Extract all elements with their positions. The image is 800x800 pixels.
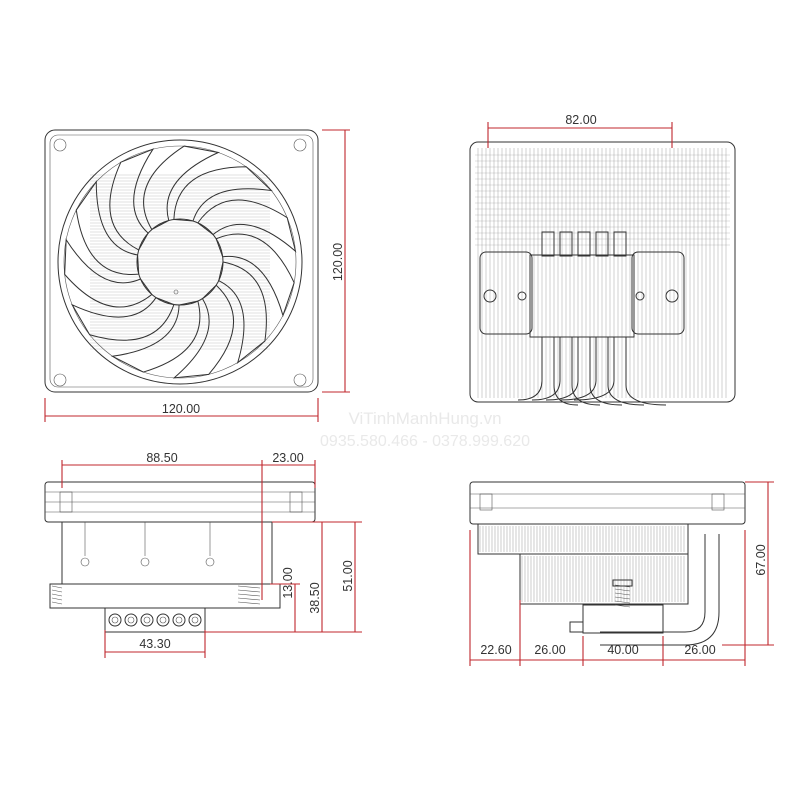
end-b4-label: 26.00 (684, 643, 715, 657)
bracket-hole-left (517, 291, 527, 301)
mount-bracket-left (479, 251, 533, 335)
end-fin-top (477, 523, 689, 555)
hub-mark (173, 289, 179, 295)
fan-ring (57, 139, 303, 385)
side-top-right-label: 23.00 (272, 451, 303, 465)
heatpipes (517, 231, 667, 406)
bracket-hole-right (635, 291, 645, 301)
end-spring (612, 579, 633, 608)
end-b1-label: 22.60 (480, 643, 511, 657)
fan-frame-inner (49, 134, 314, 388)
side-view: 88.50 23.00 43.30 13.00 38.50 51.00 (44, 451, 362, 658)
end-height-label: 67.00 (754, 544, 768, 575)
fan-blades (64, 145, 297, 379)
front-width-label: 120.00 (162, 402, 200, 416)
side-base-label: 43.30 (139, 637, 170, 651)
fan-ring-inner (63, 145, 297, 379)
side-h2-label: 38.50 (308, 582, 322, 613)
front-height-label: 120.00 (331, 243, 345, 281)
back-heatsink-fins (475, 148, 730, 398)
end-b3-label: 40.00 (607, 643, 638, 657)
end-heatpipe-inner (600, 534, 720, 646)
fan-hub (136, 218, 224, 306)
corner-screws (53, 138, 307, 387)
mount-bracket-right (631, 251, 685, 335)
side-base (104, 607, 206, 633)
end-heatpipe-outer (600, 534, 706, 633)
end-fin-stack (519, 553, 689, 605)
mount-springs (51, 585, 261, 605)
fan-frame (44, 129, 319, 393)
end-base (582, 604, 664, 634)
watermark: ViTinhManhHung.vn 0935.580.466 - 0378.99… (320, 409, 530, 450)
watermark-phone: 0935.580.466 - 0378.999.620 (320, 433, 530, 450)
end-clip (569, 621, 584, 633)
bracket-screw-left (483, 289, 497, 303)
back-view: 82.00 (469, 113, 736, 406)
back-width-label: 82.00 (565, 113, 596, 127)
end-fins (479, 526, 685, 602)
end-b2-label: 26.00 (534, 643, 565, 657)
mount-plate (529, 254, 635, 338)
side-heatsink (61, 521, 273, 585)
side-top-left-label: 88.50 (146, 451, 177, 465)
heatsink-fins (90, 174, 270, 350)
front-view: 120.00 120.00 (44, 129, 350, 422)
end-view: 22.60 26.00 40.00 26.00 67.00 (469, 481, 774, 666)
end-fan (469, 481, 746, 525)
side-h3-label: 51.00 (341, 560, 355, 591)
base-heatpipes (108, 613, 202, 627)
bracket-screw-right (665, 289, 679, 303)
watermark-site: ViTinhManhHung.vn (348, 409, 501, 428)
side-mount-bar (49, 583, 281, 609)
side-h1-label: 13.00 (281, 567, 295, 598)
